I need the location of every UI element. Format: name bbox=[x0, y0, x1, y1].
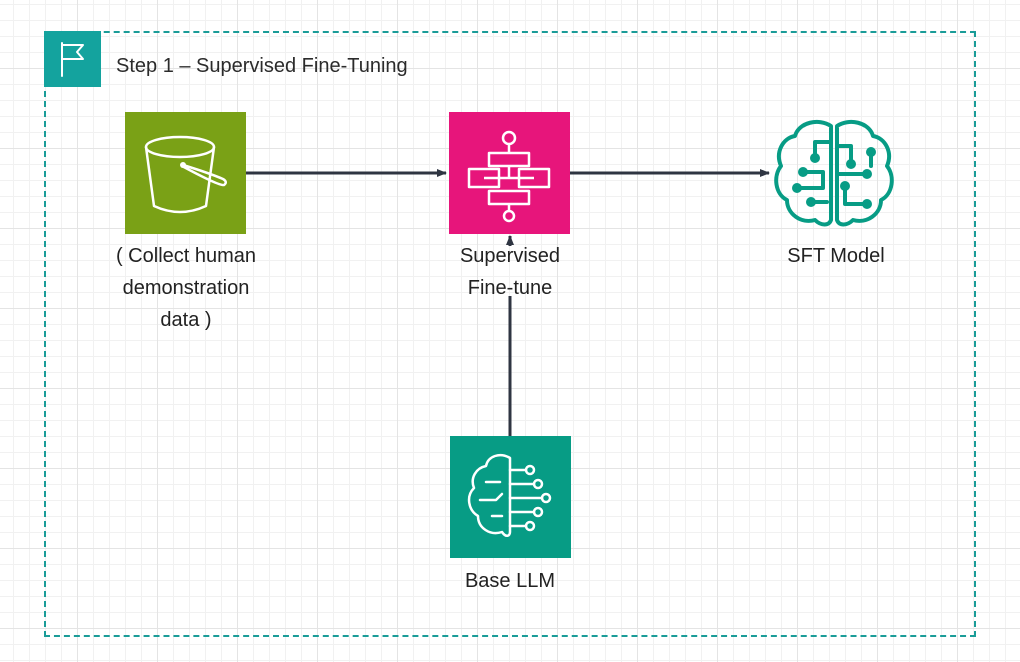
data-bucket-label-line: demonstration bbox=[122, 277, 250, 299]
brain-circuit-icon bbox=[467, 454, 552, 537]
workflow-icon bbox=[467, 130, 551, 223]
base-llm-node[interactable] bbox=[450, 436, 571, 558]
flag-icon bbox=[61, 42, 84, 77]
fine-tune-label: Supervised Fine-tune bbox=[410, 240, 610, 304]
group-title: Step 1 – Supervised Fine-Tuning bbox=[116, 55, 408, 77]
sft-model-label: SFT Model bbox=[787, 245, 885, 267]
fine-tune-label-line: Fine-tune bbox=[467, 277, 553, 299]
data-bucket-label-line: ( Collect human bbox=[115, 245, 257, 267]
data-bucket-label-line: data ) bbox=[160, 309, 212, 331]
fine-tune-node[interactable] bbox=[449, 112, 570, 234]
fine-tune-label-line: Supervised bbox=[459, 245, 561, 267]
bucket-icon bbox=[144, 135, 227, 214]
data-bucket-node[interactable] bbox=[125, 112, 246, 234]
base-llm-label: Base LLM bbox=[464, 570, 556, 592]
group-flag-tile bbox=[44, 31, 101, 87]
data-bucket-label: ( Collect human demonstration data ) bbox=[86, 240, 286, 336]
sft-model-node[interactable] bbox=[771, 112, 894, 234]
brain-circuit-icon bbox=[774, 119, 894, 227]
group-boundary bbox=[44, 31, 976, 637]
